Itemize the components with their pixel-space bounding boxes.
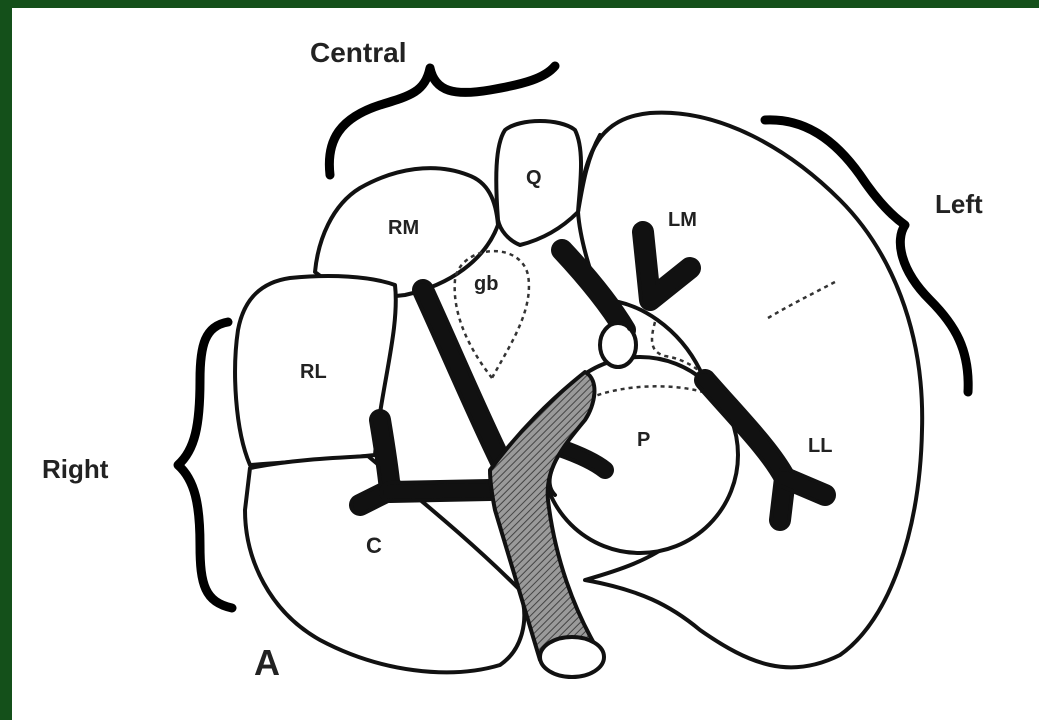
label-central: Central [310,37,406,68]
label-papillary: P [637,429,650,451]
label-right-medial-lobe: RM [388,217,419,239]
label-quadrate-lobe: Q [526,167,542,189]
label-right-lateral-lobe: RL [300,361,327,383]
label-right: Right [42,454,109,484]
label-left-lateral-lobe: LL [808,435,832,457]
label-caudate-lobe: C [366,533,382,558]
label-panel: A [254,642,280,683]
label-left-medial-lobe: LM [668,209,697,231]
vena-cava-opening [540,637,604,677]
portal-node-dot [627,325,633,331]
right-brace [178,322,232,608]
label-left: Left [935,189,983,219]
label-gallbladder: gb [474,273,498,295]
